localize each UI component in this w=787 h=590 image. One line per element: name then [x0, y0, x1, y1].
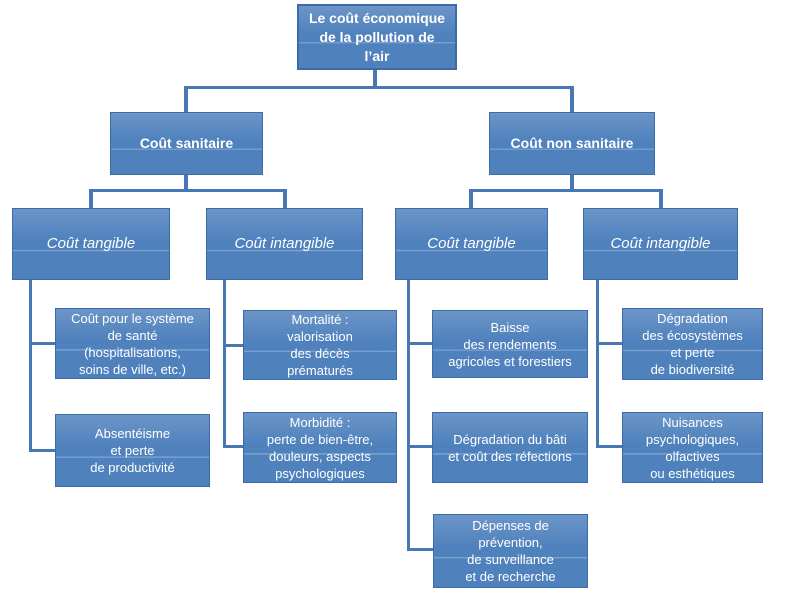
node-sanitaire-intangible: Coût intangible — [206, 208, 363, 280]
connector-line — [596, 280, 599, 448]
leaf-mortalite: Mortalité : valorisation des décès préma… — [243, 310, 397, 380]
connector-line — [223, 280, 226, 448]
node-root-economic-cost: Le coût économique de la pollution de l’… — [297, 4, 457, 70]
connector-line — [184, 86, 574, 89]
leaf-depenses-prevention: Dépenses de prévention, de surveillance … — [433, 514, 588, 588]
connector-line — [373, 70, 377, 88]
connector-line — [407, 548, 433, 551]
connector-line — [407, 445, 432, 448]
connector-line — [283, 189, 287, 208]
connector-line — [184, 175, 188, 192]
node-non-sanitaire-intangible: Coût intangible — [583, 208, 738, 280]
leaf-nuisances: Nuisances psychologiques, olfactives ou … — [622, 412, 763, 483]
leaf-degradation-bati: Dégradation du bâti et coût des réfectio… — [432, 412, 588, 483]
connector-line — [89, 189, 93, 208]
leaf-baisse-rendements: Baisse des rendements agricoles et fores… — [432, 310, 588, 378]
leaf-cout-systeme-sante: Coût pour le système de santé (hospitali… — [55, 308, 210, 379]
leaf-morbidite: Morbidité : perte de bien-être, douleurs… — [243, 412, 397, 483]
connector-line — [223, 445, 243, 448]
connector-line — [29, 280, 32, 452]
connector-line — [407, 280, 410, 551]
connector-line — [659, 189, 663, 208]
connector-line — [596, 342, 622, 345]
connector-line — [223, 344, 243, 347]
node-cout-sanitaire: Coût sanitaire — [110, 112, 263, 175]
connector-line — [89, 189, 287, 192]
node-sanitaire-tangible: Coût tangible — [12, 208, 170, 280]
leaf-absenteisme: Absentéisme et perte de productivité — [55, 414, 210, 487]
connector-line — [570, 86, 574, 112]
connector-line — [469, 189, 663, 192]
connector-line — [596, 445, 622, 448]
connector-line — [184, 86, 188, 112]
connector-line — [29, 449, 55, 452]
connector-line — [407, 342, 432, 345]
node-cout-non-sanitaire: Coût non sanitaire — [489, 112, 655, 175]
connector-line — [29, 342, 55, 345]
connector-line — [570, 175, 574, 192]
leaf-degradation-ecosystemes: Dégradation des écosystèmes et perte de … — [622, 308, 763, 380]
connector-line — [469, 189, 473, 208]
node-non-sanitaire-tangible: Coût tangible — [395, 208, 548, 280]
